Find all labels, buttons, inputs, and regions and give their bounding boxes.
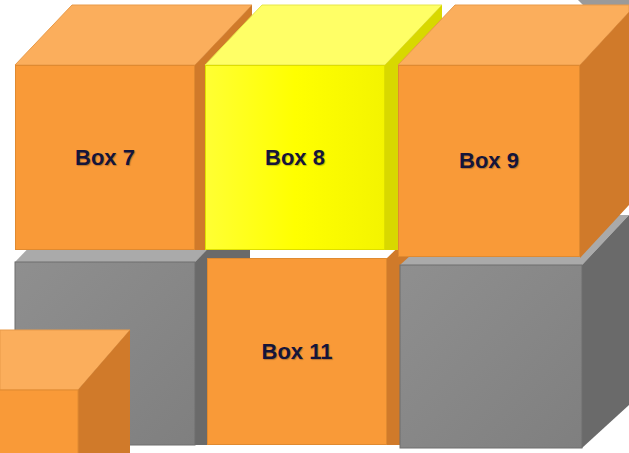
cube-box: Box 7 (15, 65, 195, 250)
box-label: Box 8 (265, 145, 325, 171)
cube-side (580, 12, 629, 258)
box-label: Box 11 (262, 339, 333, 365)
box-label: Box 7 (75, 145, 135, 171)
gray-cube-front (400, 265, 582, 448)
cube-box: Box 9 (398, 65, 580, 257)
cube-box: Box 8 (205, 65, 385, 250)
cube-side (78, 330, 130, 453)
cube-front (0, 390, 78, 453)
box-label: Box 9 (459, 148, 519, 174)
cube-box: Box 11 (207, 258, 387, 445)
gray-cube-side (582, 215, 629, 448)
